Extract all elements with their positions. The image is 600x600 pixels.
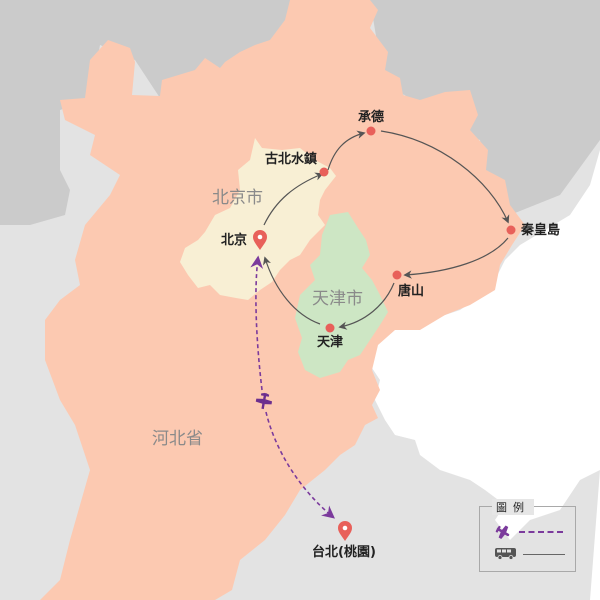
region-hebei xyxy=(40,0,525,600)
region-tianjin xyxy=(295,212,388,378)
neighbor-land-northwest xyxy=(0,0,290,225)
region-label-hebei: 河北省 xyxy=(152,429,203,449)
airplane-icon xyxy=(255,392,273,410)
marker-tianjin xyxy=(325,323,335,333)
solid-line-symbol xyxy=(523,553,565,555)
airplane-icon xyxy=(495,525,510,540)
region-label-tianjin: 天津市 xyxy=(312,289,363,309)
city-label-qinhuangdao: 秦皇島 xyxy=(521,223,561,238)
route-tianjin-beijing xyxy=(262,256,321,325)
route-chengde-qinhuangdao xyxy=(380,130,510,224)
pin-icon-beijing xyxy=(253,230,267,250)
city-label-gubei: 古北水鎮 xyxy=(265,152,318,167)
map-legend: 圖例 xyxy=(479,499,576,572)
city-label-tianjin: 天津 xyxy=(317,335,344,350)
route-beijing-gubei xyxy=(263,172,324,226)
region-label-beijing: 北京市 xyxy=(212,188,263,208)
city-label-tangshan: 唐山 xyxy=(398,284,425,299)
pin-icon-taipei xyxy=(338,521,352,541)
legend-title: 圖例 xyxy=(492,499,534,515)
city-label-beijing: 北京 xyxy=(221,233,248,248)
region-beijing xyxy=(180,138,336,300)
dashed-line-symbol xyxy=(519,531,563,533)
route-tangshan-tianjin xyxy=(338,282,395,330)
marker-tangshan xyxy=(392,270,402,280)
marker-gubei xyxy=(319,167,329,177)
legend-item-flight xyxy=(495,524,563,540)
bus-icon xyxy=(495,548,516,560)
legend-item-bus xyxy=(495,548,565,560)
neighbor-land-northeast xyxy=(370,0,600,215)
air-route-to-taipei xyxy=(265,411,335,519)
sea-bohai xyxy=(370,150,600,600)
city-label-taipei: 台北(桃園) xyxy=(312,545,376,560)
marker-chengde xyxy=(366,126,376,136)
city-label-chengde: 承德 xyxy=(358,110,385,125)
route-qinhuangdao-tangshan xyxy=(403,237,509,279)
route-gubei-chengde xyxy=(327,130,366,171)
air-route-to-beijing xyxy=(250,255,264,391)
marker-qinhuangdao xyxy=(506,225,516,235)
